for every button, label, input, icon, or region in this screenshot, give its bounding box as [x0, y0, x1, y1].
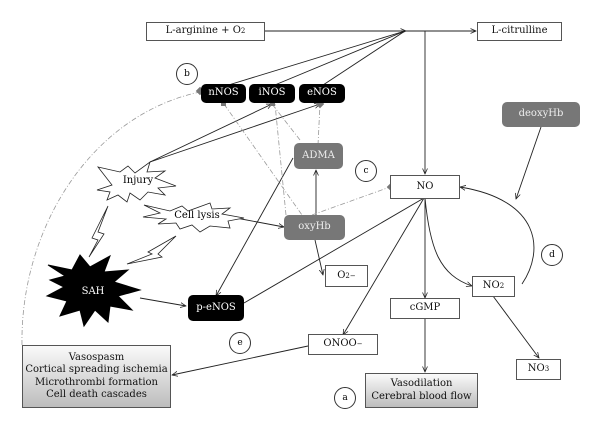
inhibit-adma-to-inos [271, 103, 301, 141]
edge-no2-to-no3 [492, 295, 539, 358]
edge-onoo-to-outcomes [172, 345, 309, 375]
inos-label: iNOS [258, 87, 286, 99]
celllysis-burst [142, 202, 245, 233]
onoo-label: ONOO [323, 338, 357, 350]
edge-oxyhb-to-superoxide [314, 239, 323, 275]
node-cgmp: cGMP [390, 298, 460, 319]
edge-penos-to-no [243, 197, 425, 304]
edge-adma-to-penos [216, 157, 294, 296]
outcome-line: Cortical spreading ischemia [25, 364, 168, 375]
node-onoo: ONOO− [308, 334, 378, 355]
node-adma: ADMA [294, 143, 343, 169]
adma-label: ADMA [302, 149, 335, 161]
node-inos: iNOS [249, 84, 295, 103]
no2-label: NO [482, 280, 500, 292]
marker-e: e [229, 332, 251, 354]
lcitrulline-label: L-citrulline [491, 25, 548, 37]
injury-label: Injury [122, 175, 154, 186]
marker-d: d [541, 244, 563, 266]
larginine-sub: 2 [240, 27, 246, 36]
deoxyhb-label: deoxyHb [518, 108, 564, 120]
edge-enos-to-junction [319, 30, 406, 88]
edge-sah-to-penos [139, 297, 186, 306]
penos-label: p-eNOS [196, 301, 236, 313]
edge-no2-to-no [460, 187, 535, 285]
node-outcomes-bad: Vasospasm Cortical spreading ischemia Mi… [22, 345, 171, 408]
superoxide-sub: 2 [345, 271, 350, 280]
inhibit-outcomes-to-nnos [21, 91, 201, 346]
outcome-line: Microthrombi formation [35, 376, 158, 388]
inhibit-marker-nnos-bottom [221, 101, 226, 106]
edge-injury-to-inos [149, 103, 272, 163]
sah-burst [45, 254, 142, 328]
edge-inos-to-junction [269, 30, 406, 88]
enos-label: eNOS [307, 87, 337, 99]
edge-no-to-onoo [343, 197, 425, 335]
node-nnos: nNOS [201, 84, 246, 103]
marker-a: a [334, 387, 356, 409]
no3-sub: 3 [544, 365, 550, 374]
node-enos: eNOS [299, 84, 345, 103]
cgmp-label: cGMP [409, 302, 441, 314]
inhibit-marker-inos-bottom [270, 101, 275, 106]
lightning-icon-1 [88, 205, 109, 258]
outcome-line: Cell death cascades [46, 389, 147, 400]
larginine-label: L-arginine + O [165, 25, 241, 37]
outcome-line: Cerebral blood flow [371, 390, 472, 402]
outcome-line: Vasodilation [390, 378, 453, 389]
celllysis-label: Cell lysis [174, 210, 220, 221]
superoxide-sup: − [349, 271, 356, 280]
inhibit-oxyhb-to-inos [274, 103, 287, 216]
node-deoxyhb: deoxyHb [502, 102, 580, 127]
sah-label: SAH [81, 286, 105, 297]
outcome-line: Vasospasm [68, 351, 125, 363]
oxyhb-label: oxyHb [298, 221, 331, 233]
inhibit-nnos-to-oxyhb [223, 103, 303, 216]
edge-no-to-no2 [424, 197, 472, 286]
no3-label: NO [527, 363, 545, 375]
edge-nnos-to-junction [221, 30, 406, 88]
onoo-sup: − [356, 340, 363, 349]
edge-deoxyhb-to-no-cycle [516, 126, 542, 199]
no-label: NO [416, 180, 434, 192]
edge-celllysis-to-oxyhb [235, 217, 284, 227]
node-oxyhb: oxyHb [284, 215, 345, 240]
marker-b: b [176, 63, 198, 85]
injury-burst [96, 160, 177, 203]
lightning-icon-2 [126, 235, 177, 265]
superoxide-label: O [337, 269, 346, 281]
nnos-label: nNOS [208, 87, 239, 99]
no2-sub: 2 [499, 282, 505, 291]
node-penos: p-eNOS [188, 295, 244, 321]
node-lcitrulline: L-citrulline [477, 22, 562, 41]
edge-injury-to-enos [149, 104, 320, 163]
inhibit-oxyhb-to-no [311, 186, 391, 216]
node-outcomes-good: Vasodilation Cerebral blood flow [365, 373, 478, 408]
inhibit-adma-to-enos [317, 103, 321, 146]
marker-c: c [355, 160, 377, 182]
node-no: NO [390, 175, 460, 199]
